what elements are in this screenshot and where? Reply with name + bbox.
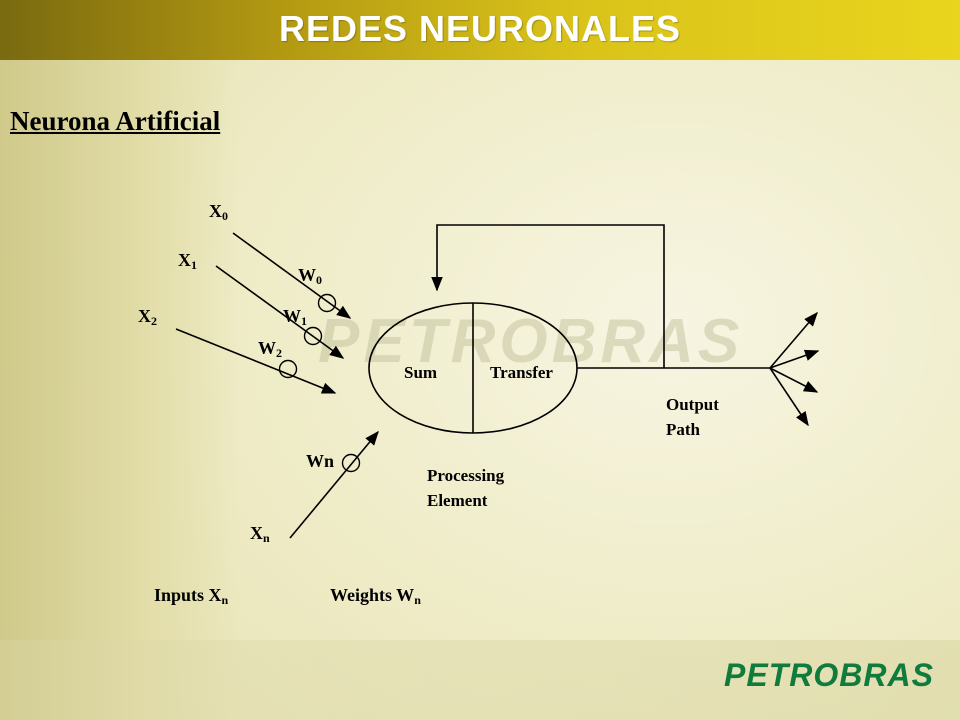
output-arrow-4 xyxy=(769,367,809,427)
footer-band xyxy=(0,640,960,720)
input-arrow-xn xyxy=(289,430,379,539)
weights-caption: Weights Wn xyxy=(330,585,421,607)
background-left-shade xyxy=(0,60,240,720)
weight-label-w1: W1 xyxy=(283,306,307,328)
transfer-label: Transfer xyxy=(490,363,553,382)
slide-title: REDES NEURONALES xyxy=(278,8,682,49)
title-bar xyxy=(0,0,960,60)
output-path-label: Output Path xyxy=(666,395,719,439)
input-label-xn: Xn xyxy=(250,523,270,545)
inputs-caption: Inputs Xn xyxy=(154,585,229,607)
input-arrow-x2 xyxy=(175,328,337,394)
weight-node-w1 xyxy=(303,326,323,346)
weight-node-w0 xyxy=(317,293,337,313)
weight-node-wn xyxy=(341,453,361,473)
sum-label: Sum xyxy=(404,363,438,382)
weight-label-wn: Wn xyxy=(306,451,335,471)
weight-node-w2 xyxy=(278,359,298,379)
input-label-x0: X0 xyxy=(209,201,228,223)
slide-subtitle: Neurona Artificial xyxy=(10,106,221,136)
petrobras-logo: PETROBRAS xyxy=(724,657,934,693)
input-arrow-x1 xyxy=(215,265,345,359)
processing-element-label: Processing Element xyxy=(427,466,505,510)
input-arrow-x0 xyxy=(232,232,352,319)
input-label-x1: X1 xyxy=(178,250,197,272)
weight-label-w2: W2 xyxy=(258,338,282,360)
feedback-loop xyxy=(431,224,665,368)
input-label-x2: X2 xyxy=(138,306,157,328)
watermark-logo: PETROBRAS xyxy=(318,307,744,376)
weight-label-w0: W0 xyxy=(298,265,322,287)
output-arrow-3 xyxy=(769,367,819,393)
output-arrow-2 xyxy=(769,349,820,369)
output-arrow-1 xyxy=(769,311,818,369)
